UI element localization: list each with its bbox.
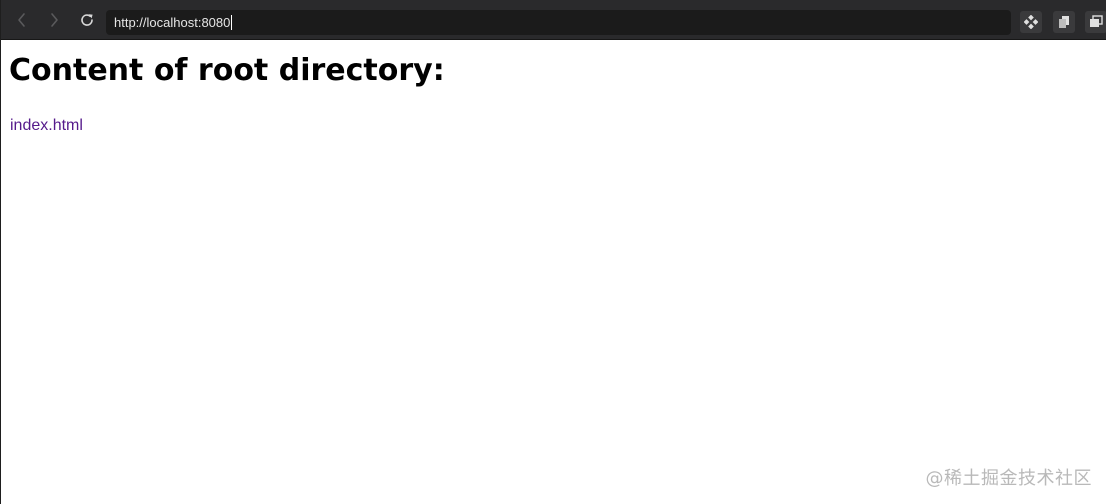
- chevron-right-icon: [51, 13, 58, 27]
- back-button[interactable]: [11, 9, 33, 31]
- tabs-button[interactable]: [1085, 11, 1106, 33]
- page-content: Content of root directory: index.html: [9, 40, 1106, 504]
- reload-button[interactable]: [76, 9, 98, 31]
- page-title: Content of root directory:: [9, 53, 445, 88]
- tabs-icon: [1090, 15, 1103, 27]
- address-input[interactable]: http://localhost:8080: [114, 14, 231, 30]
- reload-icon: [81, 14, 93, 26]
- text-caret: [231, 15, 233, 30]
- file-link-index-html[interactable]: index.html: [10, 117, 83, 134]
- watermark: @稀土掘金技术社区: [925, 468, 1092, 489]
- browser-toolbar: http://localhost:8080: [1, 0, 1106, 40]
- address-bar[interactable]: http://localhost:8080: [106, 10, 1011, 35]
- extension-button[interactable]: [1020, 11, 1042, 33]
- chevron-left-icon: [18, 13, 25, 27]
- share-button[interactable]: [1053, 11, 1075, 33]
- share-icon: [1059, 16, 1069, 28]
- forward-button[interactable]: [43, 9, 65, 31]
- diamond-extension-icon: [1024, 15, 1038, 29]
